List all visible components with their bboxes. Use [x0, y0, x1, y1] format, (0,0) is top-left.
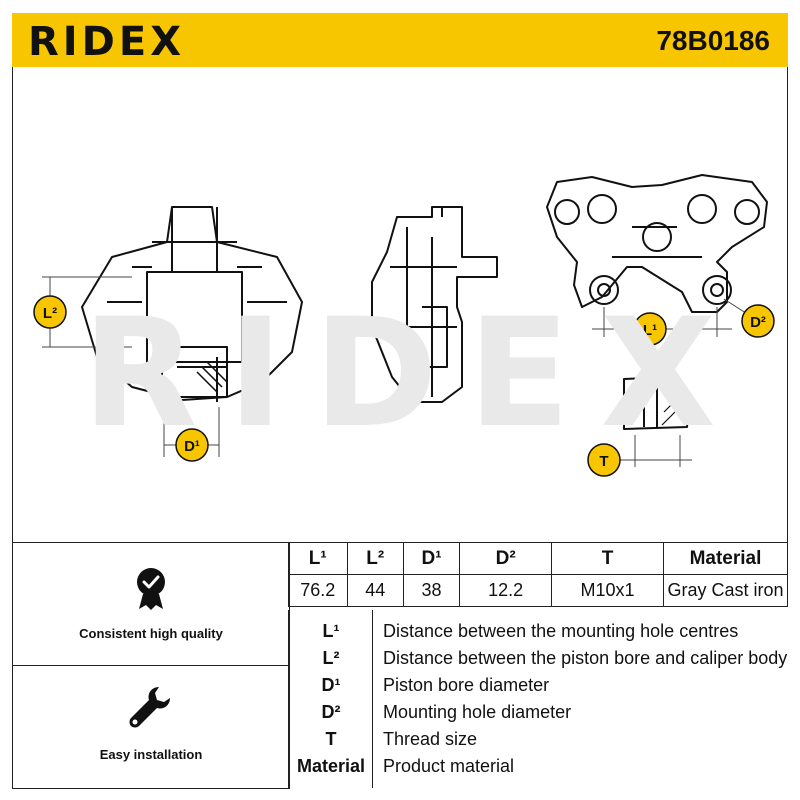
legend-row: L² Distance between the piston bore and … — [289, 645, 789, 671]
spec-area: Consistent high quality Easy installatio… — [12, 542, 789, 790]
table-cell: 12.2 — [459, 574, 553, 607]
feature-quality: Consistent high quality — [12, 542, 290, 666]
svg-text:D²: D² — [750, 314, 766, 331]
technical-drawing: RIDEX — [12, 67, 788, 542]
legend-desc: Piston bore diameter — [383, 675, 550, 695]
legend-row: L¹ Distance between the mounting hole ce… — [289, 618, 789, 644]
legend-row: D¹ Piston bore diameter — [289, 672, 789, 698]
wrench-icon — [129, 687, 170, 728]
svg-text:L²: L² — [43, 305, 57, 322]
callout-d2: D² — [741, 304, 775, 338]
svg-text:T: T — [599, 453, 608, 470]
callout-l1: L¹ — [633, 312, 667, 346]
callout-d1: D¹ — [175, 428, 209, 462]
feature-label: Consistent high quality — [79, 626, 223, 641]
callout-l2: L² — [33, 295, 67, 329]
feature-installation: Easy installation — [12, 665, 290, 789]
col-header: Material — [662, 542, 789, 575]
thread-detail — [623, 376, 691, 430]
legend-key: D¹ — [321, 675, 341, 695]
brand-logo: RIDEX — [28, 19, 186, 65]
caliper-side-view — [371, 206, 498, 403]
front-hatch — [196, 361, 228, 393]
legend-divider — [372, 610, 373, 788]
legend-desc: Mounting hole diameter — [383, 702, 572, 722]
table-cell: Gray Cast iron — [662, 574, 789, 607]
col-header: L¹ — [288, 542, 348, 575]
dimensions-header-row: L¹ L² D¹ D² T Material — [288, 542, 789, 575]
dimensions-table: L¹ L² D¹ D² T Material 76.2 44 38 12.2 M… — [288, 542, 789, 607]
legend-row: D² Mounting hole diameter — [289, 699, 789, 725]
legend-key: D² — [321, 702, 341, 722]
legend-desc: Distance between the piston bore and cal… — [383, 648, 788, 668]
legend-key: L² — [322, 648, 340, 668]
callout-t: T — [587, 443, 621, 477]
header-bar: RIDEX 78B0186 — [12, 13, 788, 67]
legend-desc: Thread size — [383, 729, 478, 749]
legend-key: T — [325, 729, 337, 749]
caliper-drawing-svg: L² D¹ L¹ D² T — [33, 174, 775, 477]
legend-key: L¹ — [322, 621, 340, 641]
feature-label: Easy installation — [99, 747, 203, 762]
part-number: 78B0186 — [656, 25, 770, 56]
table-cell: 76.2 — [288, 574, 348, 607]
col-header: D² — [459, 542, 553, 575]
watermark: RIDEX — [82, 287, 746, 461]
caliper-top-view — [546, 174, 768, 313]
legend-row: T Thread size — [289, 726, 789, 752]
thread-hatch — [625, 384, 685, 426]
quality-badge-icon — [137, 568, 165, 610]
legend-desc: Distance between the mounting hole centr… — [383, 621, 739, 641]
legend-key: Material — [296, 756, 366, 776]
col-header: D¹ — [402, 542, 461, 575]
dimensions-value-row: 76.2 44 38 12.2 M10x1 Gray Cast iron — [288, 574, 789, 607]
table-cell: M10x1 — [551, 574, 664, 607]
dimension-legend: L¹ Distance between the mounting hole ce… — [288, 610, 789, 788]
col-header: L² — [346, 542, 404, 575]
table-cell: 38 — [402, 574, 461, 607]
legend-row: Material Product material — [289, 753, 789, 779]
svg-text:D¹: D¹ — [184, 438, 200, 455]
dimension-lines — [42, 276, 753, 467]
caliper-front-view — [81, 206, 303, 402]
svg-text:L¹: L¹ — [643, 322, 657, 339]
legend-desc: Product material — [383, 756, 515, 776]
table-cell: 44 — [346, 574, 404, 607]
col-header: T — [551, 542, 664, 575]
